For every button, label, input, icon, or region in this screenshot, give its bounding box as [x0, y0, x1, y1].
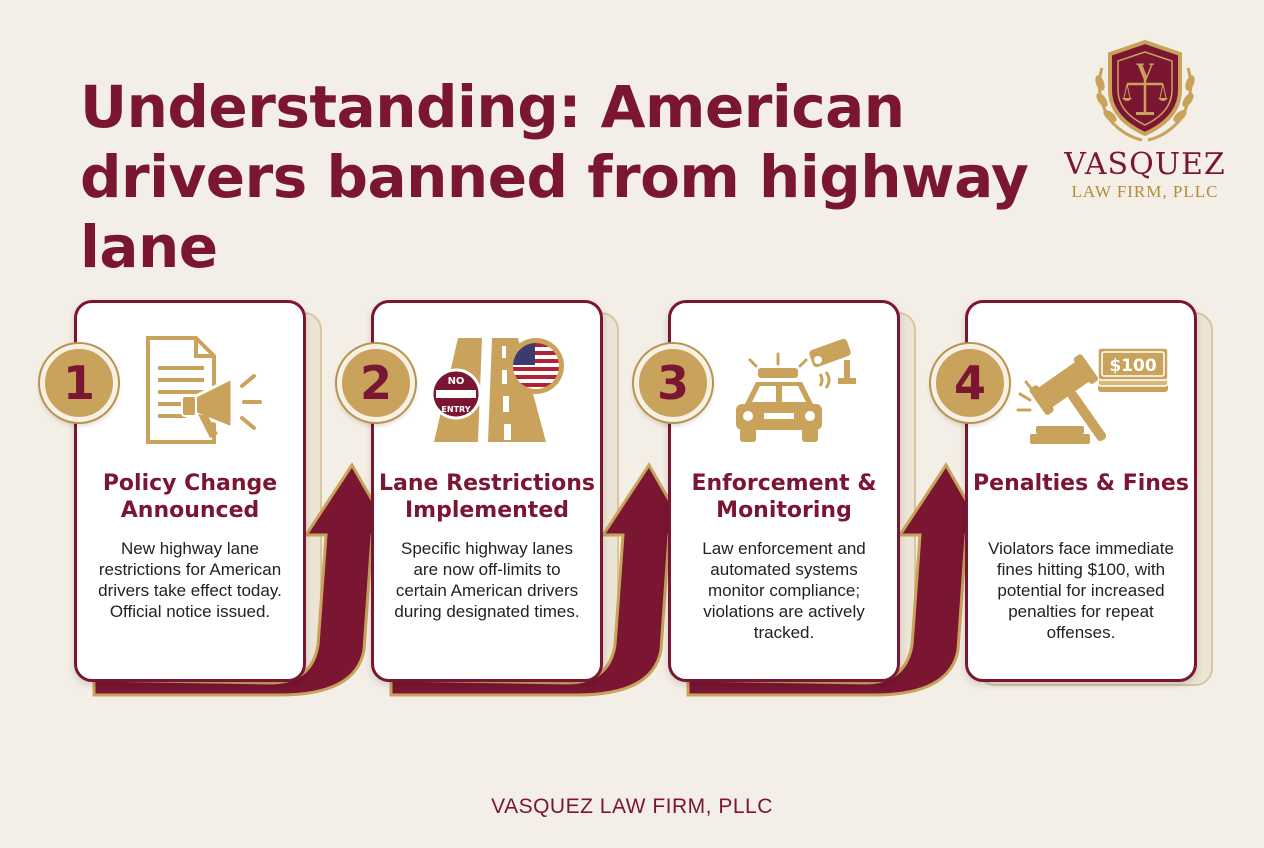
step-number-badge: 3 — [634, 344, 712, 422]
firm-logo: V VASQUEZ LAW FIRM, PLLC — [1050, 38, 1240, 213]
step-description: Law enforcement and automated systems mo… — [702, 539, 866, 642]
highway-no-entry-icon: NO ENTRY — [430, 338, 564, 442]
step-title: Enforcement & Monitoring — [691, 471, 877, 523]
police-car-camera-icon — [736, 338, 856, 442]
footer-firm-name: VASQUEZ LAW FIRM, PLLC — [491, 795, 773, 818]
gavel-money-icon: $100 — [1016, 347, 1169, 444]
logo-name: VASQUEZ — [1064, 147, 1226, 182]
step-number-badge: 2 — [337, 344, 415, 422]
no-entry-sign-text: NO — [448, 376, 465, 387]
step-number-badge: 4 — [931, 344, 1009, 422]
money-stack-icon: $100 — [1097, 347, 1169, 392]
step-description: New highway lane restrictions for Americ… — [98, 539, 282, 621]
us-flag-icon — [508, 338, 564, 394]
shield-crest-icon: V — [1095, 39, 1195, 142]
security-camera-icon — [809, 338, 856, 389]
step-number-badge: 1 — [40, 344, 118, 422]
no-entry-sign-text: ENTRY — [441, 405, 470, 414]
step-description: Violators face immediate fines hitting $… — [988, 539, 1174, 642]
logo-letter: V — [1135, 60, 1154, 86]
step-title: Policy Change Announced — [102, 471, 278, 523]
bill-label: $100 — [1109, 356, 1156, 376]
logo-subtitle: LAW FIRM, PLLC — [1071, 182, 1219, 201]
page-title: Understanding: American drivers banned f… — [80, 73, 1029, 281]
document-megaphone-icon — [146, 336, 262, 444]
step-title: Penalties & Fines — [973, 471, 1189, 496]
step-card-2 — [371, 300, 603, 682]
step-description: Specific highway lanes are now off-limit… — [394, 539, 580, 621]
step-title: Lane Restrictions Implemented — [379, 471, 595, 523]
